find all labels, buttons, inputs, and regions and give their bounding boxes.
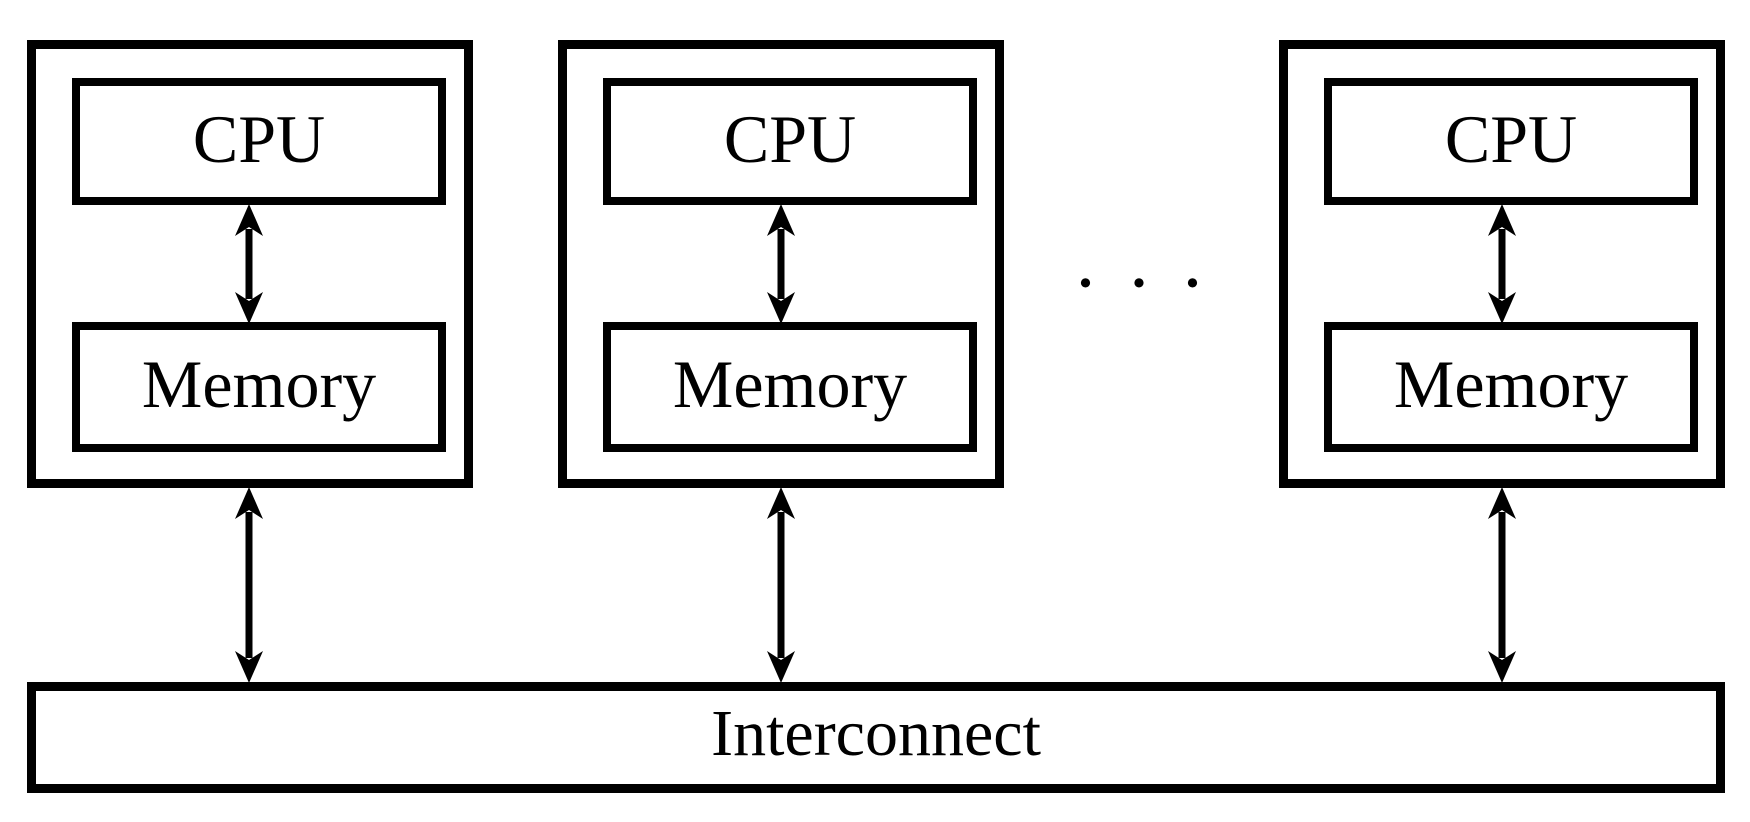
node-3-cpu-box: CPU: [1324, 78, 1698, 205]
node-1-interconnect-arrow: [235, 487, 263, 683]
cpu-memory-arrow-node-2: [767, 204, 795, 324]
node-2: CPU Memory: [558, 40, 1004, 488]
cpu-label: CPU: [192, 100, 326, 177]
memory-label: Memory: [141, 346, 377, 422]
node-2-interconnect-arrow: [767, 487, 795, 683]
cpu-memory-arrow-node-1: [235, 204, 263, 324]
node-2-cpu-box: CPU: [603, 78, 977, 205]
memory-label: Memory: [672, 346, 908, 422]
cpu-label: CPU: [723, 100, 857, 177]
node-3-memory-box: Memory: [1324, 322, 1698, 452]
node-3-interconnect-arrow: [1488, 487, 1516, 683]
node-1-memory-box: Memory: [72, 322, 446, 452]
interconnect-bar: Interconnect: [27, 682, 1725, 793]
memory-label: Memory: [1393, 346, 1629, 422]
cpu-label: CPU: [1444, 100, 1578, 177]
interconnect-label: Interconnect: [711, 696, 1041, 770]
node-2-memory-box: Memory: [603, 322, 977, 452]
cpu-memory-arrow-node-3: [1488, 204, 1516, 324]
more-nodes-ellipsis: · · ·: [1072, 239, 1210, 326]
node-1-cpu-box: CPU: [72, 78, 446, 205]
node-1: CPU Memory: [27, 40, 473, 488]
